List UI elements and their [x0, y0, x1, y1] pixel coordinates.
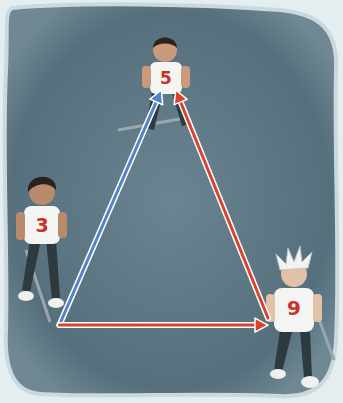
player-arm: [313, 294, 322, 322]
arrow-line: [59, 100, 157, 325]
shirt-number: 5: [160, 70, 172, 87]
field-blob: [5, 4, 338, 396]
player-shoe: [270, 369, 286, 379]
player-arm: [16, 212, 25, 240]
player-shoe: [301, 376, 319, 388]
player-shirt: [24, 206, 60, 244]
arrow-line: [180, 100, 268, 318]
player-leg: [22, 240, 40, 292]
shirt-number: 9: [287, 298, 301, 318]
arrow-head: [174, 90, 187, 105]
arrow-head: [150, 90, 163, 105]
player-nine: [266, 246, 334, 388]
player-node: 3: [10, 190, 62, 325]
player-leg: [46, 240, 60, 300]
player-arm: [181, 66, 190, 88]
player-arm: [142, 66, 151, 88]
pass-arrow: [59, 318, 268, 332]
player-hair: [276, 246, 312, 270]
arrow-casing: [59, 322, 257, 328]
player-hair: [153, 38, 177, 49]
player-three: [16, 177, 67, 322]
pass-arrow: [59, 90, 162, 325]
player-arm: [58, 212, 67, 238]
arrow-casing: [59, 100, 157, 325]
player-head: [153, 38, 177, 62]
player-five: [118, 38, 190, 131]
player-leg: [274, 330, 292, 372]
player-shoe: [48, 298, 64, 308]
player-hair: [28, 177, 56, 192]
arrow-line: [59, 324, 257, 327]
player-shirt: [274, 288, 314, 332]
arrow-casing: [180, 100, 268, 318]
shirt-number: 3: [35, 216, 48, 235]
player-shoe: [18, 291, 34, 301]
player-shirt: [150, 62, 182, 94]
player-node: 9: [268, 250, 335, 385]
player-node: 5: [140, 30, 205, 90]
pass-arrow: [174, 90, 268, 318]
player-leg: [300, 330, 312, 378]
